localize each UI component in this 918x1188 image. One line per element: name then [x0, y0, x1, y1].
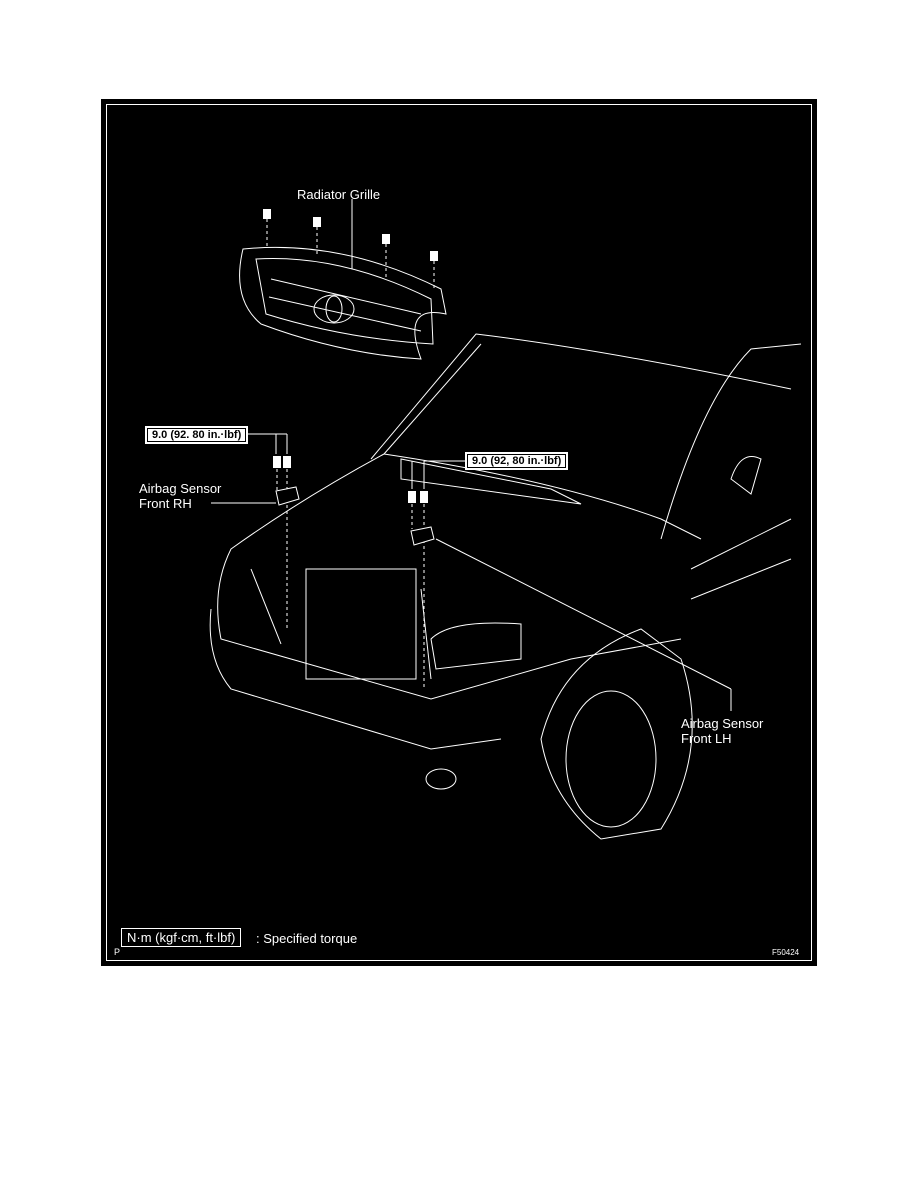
airbag-sensor-rh-label: Airbag Sensor Front RH — [139, 481, 221, 511]
sensor-dash-lines — [276, 469, 425, 689]
corner-mark: P — [114, 947, 121, 957]
radiator-grille-drawing — [239, 199, 447, 360]
torque-spec-lh: 9.0 (92, 80 in.·lbf) — [465, 452, 569, 470]
grille-bolts — [266, 219, 435, 291]
torque-legend-description: : Specified torque — [256, 931, 358, 946]
diagram-frame — [106, 104, 812, 961]
airbag-lh-line2: Front LH — [681, 731, 732, 746]
sensor-bolts — [273, 456, 428, 503]
torque-legend-unit: N·m (kgf·cm, ft·lbf) — [121, 928, 242, 947]
radiator-grille-label: Radiator Grille — [297, 187, 381, 202]
airbag-sensor-lh-label: Airbag Sensor Front LH — [681, 716, 763, 746]
figure-id: F50424 — [772, 948, 800, 957]
airbag-lh-line1: Airbag Sensor — [681, 716, 764, 731]
diagram-panel: Radiator Grille 9.0 (92. 80 in.·lbf) 9.0… — [101, 99, 817, 966]
truck-line-art — [209, 199, 802, 840]
airbag-sensor-rh-part — [275, 486, 300, 506]
torque-spec-rh: 9.0 (92. 80 in.·lbf) — [145, 426, 249, 444]
truck-drawing — [209, 333, 802, 840]
leader-lines — [211, 433, 732, 711]
airbag-sensor-lh-part — [410, 526, 435, 546]
airbag-rh-line2: Front RH — [139, 496, 192, 511]
airbag-rh-line1: Airbag Sensor — [139, 481, 222, 496]
